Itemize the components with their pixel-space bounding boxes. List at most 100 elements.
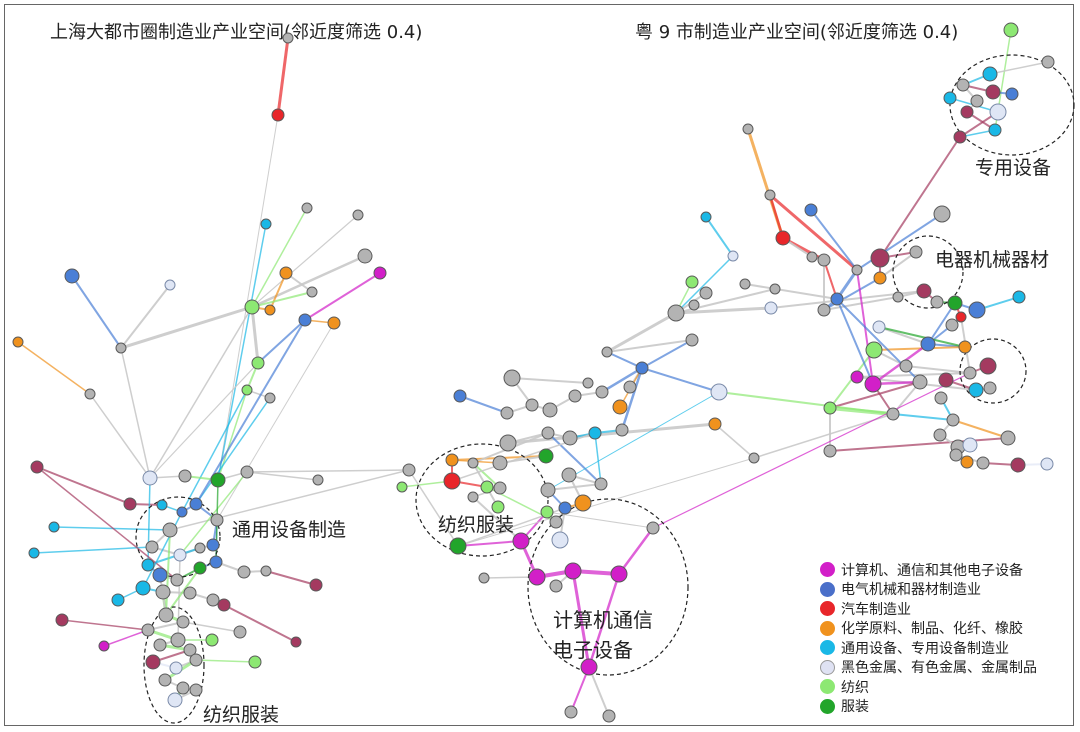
network-node xyxy=(1012,290,1026,304)
legend-swatch xyxy=(820,679,835,695)
network-node xyxy=(145,654,161,670)
network-node xyxy=(615,423,629,437)
network-node xyxy=(804,203,818,217)
network-edge xyxy=(89,393,151,479)
network-edge xyxy=(952,419,1009,439)
network-edge xyxy=(511,377,589,384)
network-node xyxy=(480,480,494,494)
network-node xyxy=(12,336,24,348)
network-node xyxy=(449,537,467,555)
network-edge xyxy=(507,422,716,445)
network-edge xyxy=(216,322,335,521)
network-edge xyxy=(652,372,971,529)
network-node xyxy=(153,638,167,652)
network-node xyxy=(540,505,554,519)
network-node xyxy=(953,130,967,144)
network-node xyxy=(561,467,577,483)
network-node xyxy=(960,105,974,119)
network-node xyxy=(748,452,760,464)
cluster-outline-layer xyxy=(135,54,1075,724)
network-edge xyxy=(873,346,966,351)
network-edge xyxy=(829,437,1009,452)
network-node xyxy=(635,361,649,375)
network-node xyxy=(205,633,219,647)
network-node xyxy=(595,385,609,399)
network-edge xyxy=(195,397,271,505)
legend-label: 电气机械和器材制造业 xyxy=(841,582,981,599)
network-node xyxy=(685,333,699,347)
legend-label: 纺织 xyxy=(841,679,869,696)
network-node xyxy=(823,401,837,415)
network-node xyxy=(1003,22,1019,38)
network-edge xyxy=(588,666,610,717)
network-node xyxy=(742,123,754,135)
network-node xyxy=(708,417,722,431)
legend-item: 纺织 xyxy=(820,677,1037,697)
network-node xyxy=(301,202,313,214)
network-node xyxy=(549,515,563,529)
network-edge xyxy=(547,483,602,491)
network-node xyxy=(142,470,158,486)
network-edge xyxy=(892,413,954,421)
network-node xyxy=(503,369,521,387)
network-edge xyxy=(879,251,917,279)
network-node xyxy=(601,346,613,358)
network-node xyxy=(156,499,168,511)
network-node xyxy=(700,211,712,223)
network-node xyxy=(968,382,984,398)
legend-label: 通用设备、专用设备制造业 xyxy=(841,640,1009,657)
network-node xyxy=(823,444,837,458)
network-edge xyxy=(641,367,720,393)
network-node xyxy=(209,555,223,569)
network-node xyxy=(155,584,171,600)
network-node xyxy=(612,399,628,415)
cluster-outline xyxy=(415,443,549,557)
network-node xyxy=(169,661,183,675)
network-node xyxy=(251,356,265,370)
network-node xyxy=(817,253,831,267)
network-edge xyxy=(61,619,149,631)
network-edge xyxy=(251,254,366,309)
network-node xyxy=(189,683,203,697)
network-node xyxy=(574,494,592,512)
network-node xyxy=(985,84,1001,100)
network-node xyxy=(1000,430,1016,446)
network-node xyxy=(402,463,416,477)
network-node xyxy=(244,299,260,315)
network-edge xyxy=(250,306,260,364)
network-node xyxy=(646,521,660,535)
network-edge xyxy=(571,570,591,668)
network-node xyxy=(685,275,699,289)
network-node xyxy=(865,341,883,359)
network-edge xyxy=(33,546,153,554)
network-node xyxy=(167,692,183,708)
network-edge xyxy=(744,283,838,300)
network-node xyxy=(946,413,960,427)
legend-swatch xyxy=(820,698,835,714)
network-node xyxy=(162,522,178,538)
network-node xyxy=(970,94,984,108)
network-node xyxy=(499,434,517,452)
network-edge xyxy=(829,381,921,409)
network-node xyxy=(178,469,192,483)
network-node xyxy=(357,248,373,264)
figure-frame xyxy=(4,4,1074,726)
network-node xyxy=(909,245,923,259)
network-node xyxy=(979,357,997,375)
legend-swatch xyxy=(820,659,835,675)
network-node xyxy=(528,568,546,586)
network-node xyxy=(976,456,990,470)
network-node xyxy=(189,497,203,511)
network-node xyxy=(512,532,530,550)
network-edge xyxy=(179,471,248,556)
cluster-outline xyxy=(143,606,205,724)
network-edge xyxy=(71,275,122,349)
network-node xyxy=(1010,457,1026,473)
network-node xyxy=(206,593,220,607)
network-node xyxy=(176,615,190,629)
network-edge xyxy=(246,469,410,473)
network-node xyxy=(564,705,578,719)
network-node xyxy=(582,377,594,389)
network-node xyxy=(309,578,323,592)
network-edge xyxy=(251,214,359,308)
